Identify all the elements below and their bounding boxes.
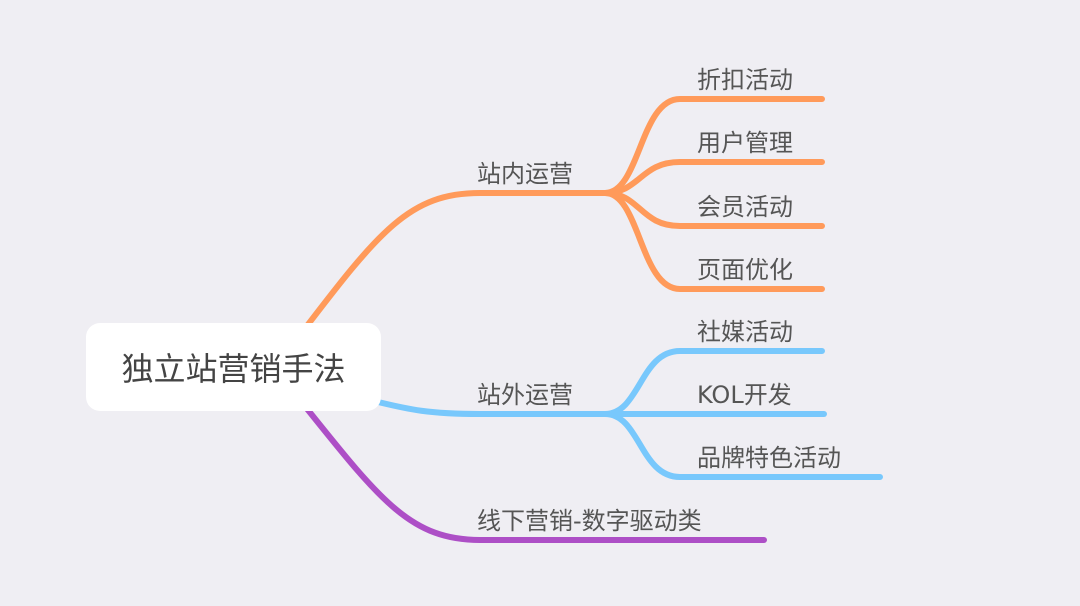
leaf-label[interactable]: 用户管理 — [697, 129, 793, 157]
leaf-label[interactable]: 品牌特色活动 — [697, 444, 841, 472]
connector-xianxia — [297, 397, 767, 543]
connector-pinpai — [602, 411, 883, 480]
branch-label-xianxia[interactable]: 线下营销-数字驱动类 — [477, 507, 702, 535]
leaf-label[interactable]: 折扣活动 — [697, 66, 793, 94]
connector-zhannei — [297, 190, 608, 338]
leaf-label[interactable]: KOL开发 — [697, 381, 792, 409]
connector-zhanwai — [367, 397, 608, 417]
root-label: 独立站营销手法 — [121, 350, 346, 388]
connector-yonghu — [602, 159, 825, 196]
connector-zhekou — [602, 96, 825, 196]
leaf-label[interactable]: 页面优化 — [697, 256, 793, 284]
branch-label-zhannei[interactable]: 站内运营 — [477, 160, 573, 188]
leaf-label[interactable]: 会员活动 — [697, 193, 793, 221]
leaf-label[interactable]: 社媒活动 — [697, 318, 793, 346]
branch-label-zhanwai[interactable]: 站外运营 — [477, 381, 573, 409]
root-node[interactable]: 独立站营销手法 — [86, 323, 381, 411]
connector-yemian — [602, 190, 825, 292]
